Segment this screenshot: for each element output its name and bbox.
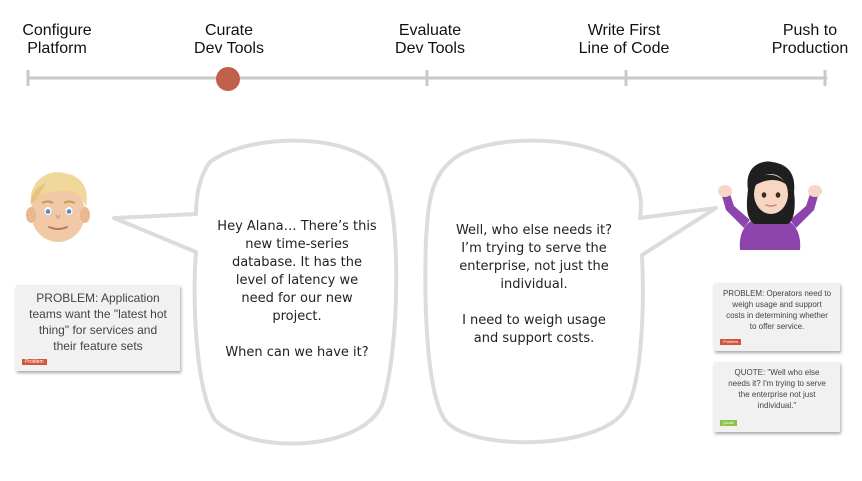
shrugging-woman-emoji-icon	[714, 158, 826, 250]
developer-man-emoji-icon	[20, 165, 96, 245]
quote-tag: Quote	[720, 420, 737, 426]
bubble-question: When can we have it?	[225, 345, 369, 360]
stage-label-line2: Platform	[27, 40, 87, 57]
card-line: the enterprise not just	[738, 390, 816, 399]
speech-bubble-left	[112, 138, 399, 446]
card-line: PROBLEM: Application	[36, 291, 160, 305]
card-line: individual."	[757, 401, 797, 410]
stage-label-line2: Production	[771, 40, 849, 57]
stage-label-curate-dev-tools: Curate Dev Tools	[184, 22, 274, 58]
problem-card-right[interactable]: PROBLEM: Operators need to weigh usage a…	[714, 283, 840, 351]
right-bubble-text: Well, who else needs it? I’m trying to s…	[434, 222, 634, 348]
quote-card-right[interactable]: QUOTE: "Well who else needs it? I'm tryi…	[714, 362, 840, 432]
stage-label-line1: Curate	[204, 22, 254, 39]
card-line: to offer service.	[749, 322, 805, 331]
bubble-line: enterprise, not just the	[459, 259, 609, 274]
card-line: teams want the "latest hot	[29, 307, 167, 321]
speech-bubble-right	[423, 138, 718, 445]
bubble-line: level of latency we	[235, 273, 359, 288]
bubble-line: individual.	[500, 277, 568, 292]
card-line: PROBLEM: Operators need to	[722, 289, 832, 298]
stage-label-line2: Line of Code	[578, 40, 670, 57]
card-line: their feature sets	[53, 339, 143, 353]
bubble-line: database. It has the	[231, 255, 363, 270]
problem-tag: Problem	[720, 339, 741, 345]
bubble-line: and support costs.	[473, 331, 595, 346]
stage-label-line2: Dev Tools	[194, 40, 264, 57]
stage-label-write-first-line: Write First Line of Code	[568, 22, 680, 58]
current-stage-marker[interactable]	[216, 67, 240, 91]
bubble-line: Hey Alana… There’s this	[217, 219, 377, 234]
problem-card-left[interactable]: PROBLEM: Application teams want the "lat…	[16, 285, 180, 371]
stage-label-line1: Write First	[587, 22, 661, 39]
stage-label-line1: Push to	[782, 22, 838, 39]
bubble-line: I need to weigh usage	[462, 313, 606, 328]
bubble-line: new time-series	[245, 237, 349, 252]
stage-label-push-to-production: Push to Production	[762, 22, 858, 58]
stage-label-evaluate-dev-tools: Evaluate Dev Tools	[384, 22, 476, 58]
stage-label-line1: Evaluate	[398, 22, 462, 39]
card-line: needs it? I'm trying to serve	[728, 379, 826, 388]
stage-label-line2: Dev Tools	[395, 40, 465, 57]
bubble-line: need for our new	[241, 291, 353, 306]
left-bubble-text: Hey Alana… There’s this new time-series …	[200, 218, 394, 362]
stage-label-configure-platform: Configure Platform	[14, 22, 100, 58]
problem-tag: Problem	[22, 359, 47, 365]
card-line: weigh usage and support	[732, 300, 822, 309]
bubble-line: project.	[272, 309, 322, 324]
bubble-line: Well, who else needs it?	[455, 223, 613, 238]
card-line: thing" for services and	[38, 323, 158, 337]
bubble-line: I’m trying to serve the	[461, 241, 607, 256]
card-line: QUOTE: "Well who else	[734, 368, 820, 377]
stage-label-line1: Configure	[22, 22, 92, 39]
card-line: costs in determining whether	[726, 311, 828, 320]
